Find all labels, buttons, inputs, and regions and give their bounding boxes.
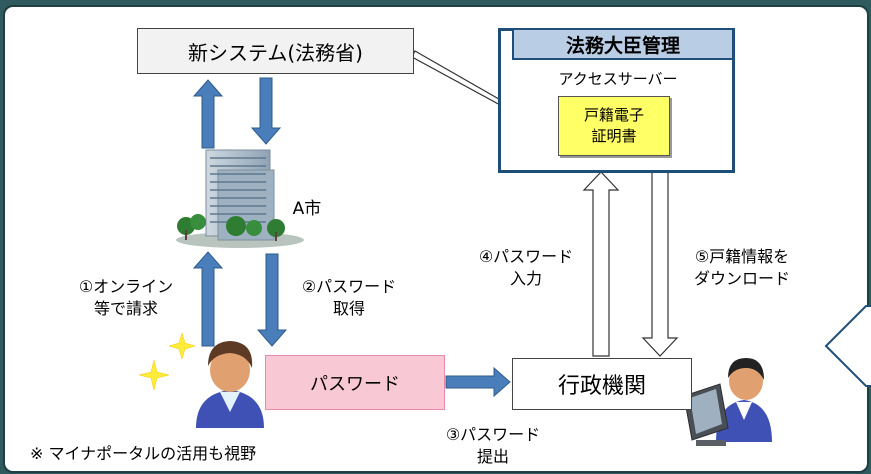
admin-header-label: 法務大臣管理 bbox=[565, 34, 680, 57]
admin-header: 法務大臣管理 bbox=[512, 28, 734, 60]
computer-user-icon bbox=[683, 358, 772, 446]
password-box: パスワード bbox=[265, 355, 445, 410]
footnote: ※ マイナポータルの活用も視野 bbox=[30, 444, 257, 463]
step-5-label: ⑤戸籍情報を ダウンロード bbox=[693, 247, 790, 288]
step-1-label: ①オンライン 等で請求 bbox=[78, 277, 174, 318]
new-system-box: 新システム(法務省) bbox=[137, 28, 414, 74]
step-2-label: ②パスワード 取得 bbox=[301, 277, 397, 318]
arrow-download bbox=[641, 171, 679, 357]
new-system-label: 新システム(法務省) bbox=[187, 40, 363, 65]
sparkle-icon bbox=[138, 332, 196, 391]
city-label: A市 bbox=[292, 199, 322, 219]
arrow-submit bbox=[445, 366, 511, 398]
access-server-label: アクセスサーバー bbox=[558, 70, 678, 88]
arrow-up-system bbox=[192, 79, 224, 149]
certificate-label: 戸籍電子 証明書 bbox=[583, 106, 644, 145]
arrow-up-request bbox=[192, 251, 224, 347]
arrow-down-system bbox=[250, 77, 282, 145]
arrow-down-password bbox=[256, 253, 288, 347]
building-icon bbox=[176, 149, 304, 248]
agency-label: 行政機関 bbox=[557, 374, 646, 399]
password-box-label: パスワード bbox=[310, 373, 400, 395]
step-4-label: ④パスワード 入力 bbox=[478, 247, 574, 288]
agency-box: 行政機関 bbox=[512, 358, 692, 410]
certificate-box: 戸籍電子 証明書 bbox=[558, 96, 670, 156]
callout-outline bbox=[824, 305, 871, 387]
step-3-label: ③パスワード 提出 bbox=[445, 425, 541, 466]
person-icon bbox=[196, 341, 264, 428]
arrow-input-password bbox=[582, 171, 620, 357]
